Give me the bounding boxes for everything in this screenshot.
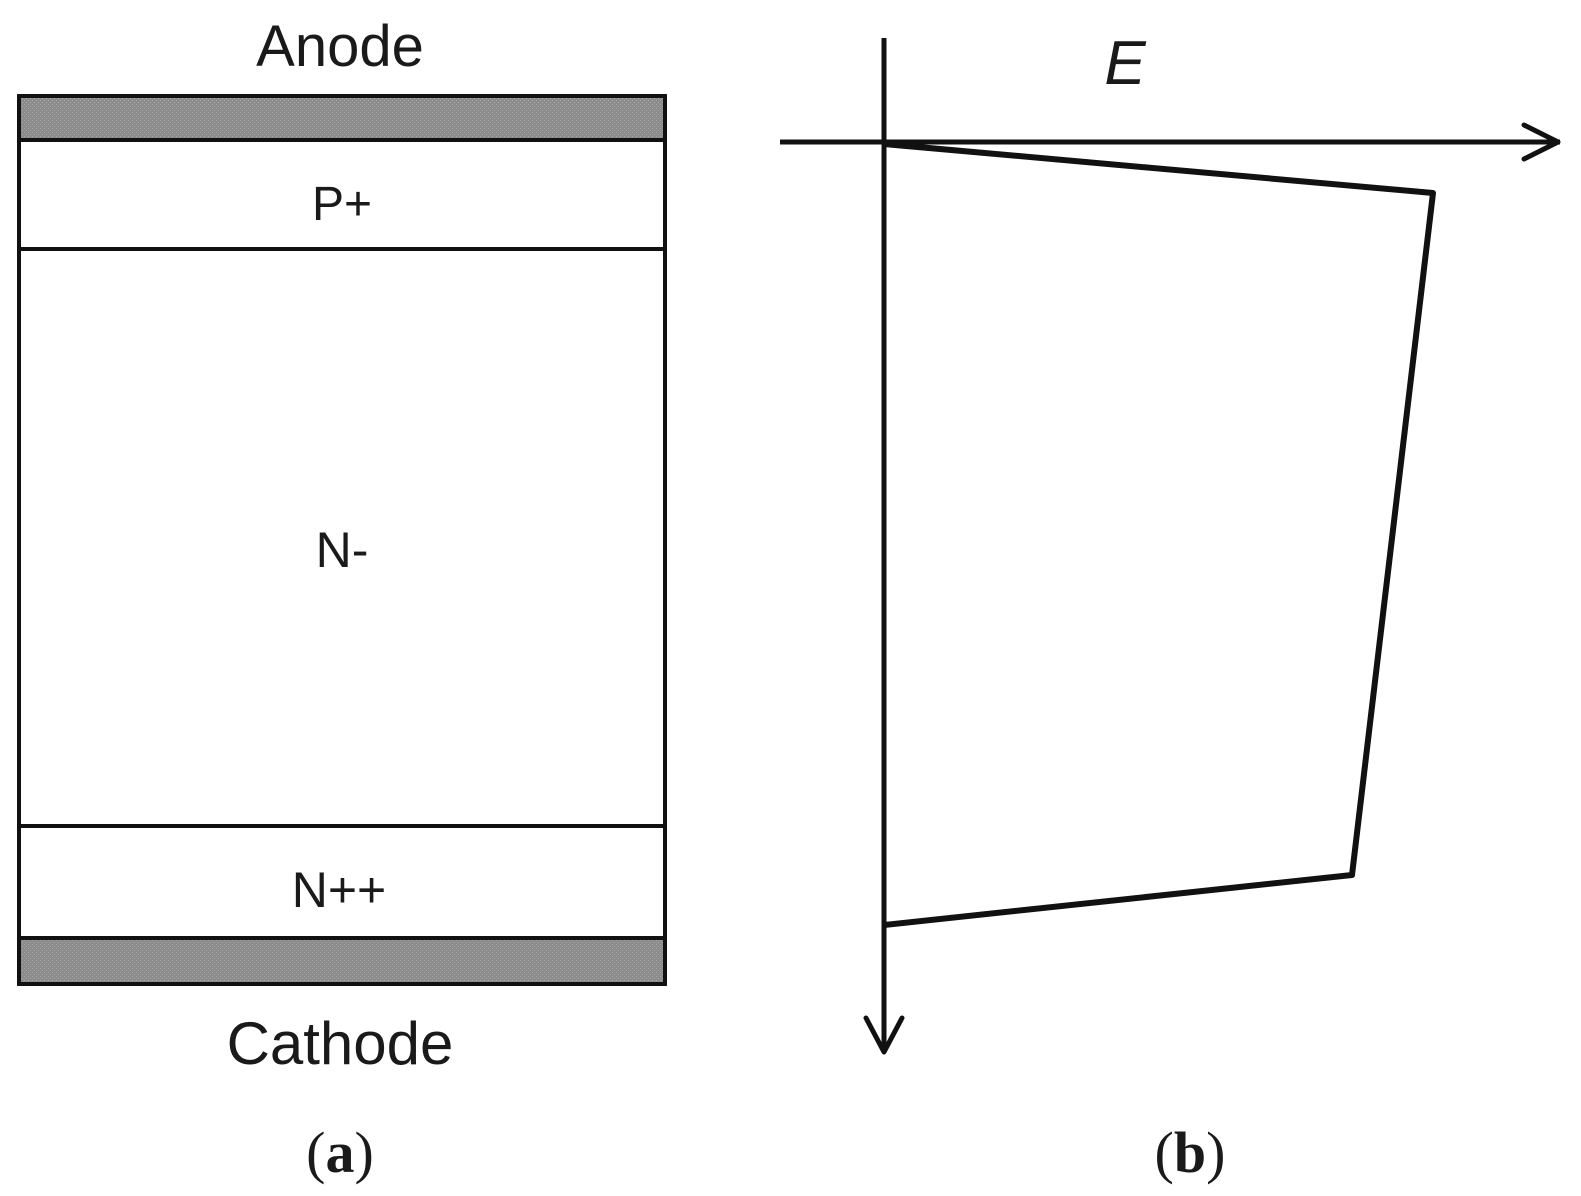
anode-label: Anode: [256, 14, 424, 79]
vertical-axis-arrowhead: [863, 1015, 905, 1055]
p-plus-layer-label: P+: [312, 178, 372, 231]
axis-label-e: E: [1104, 29, 1146, 98]
n-minus-layer-label: N-: [316, 522, 369, 578]
caption-a: (a): [306, 1120, 374, 1185]
field-profile-line: [883, 141, 1436, 928]
caption-b: (b): [1155, 1120, 1226, 1185]
cathode-label: Cathode: [227, 1010, 454, 1077]
anode-contact: [17, 94, 667, 142]
electric-field-profile: E: [780, 29, 1561, 1055]
cathode-contact: [17, 936, 667, 986]
horizontal-axis-arrowhead: [1521, 122, 1561, 162]
device-cross-section: Anode P+ N- N++ Cathode: [17, 14, 667, 1077]
n-plus-plus-layer-label: N++: [292, 862, 387, 918]
